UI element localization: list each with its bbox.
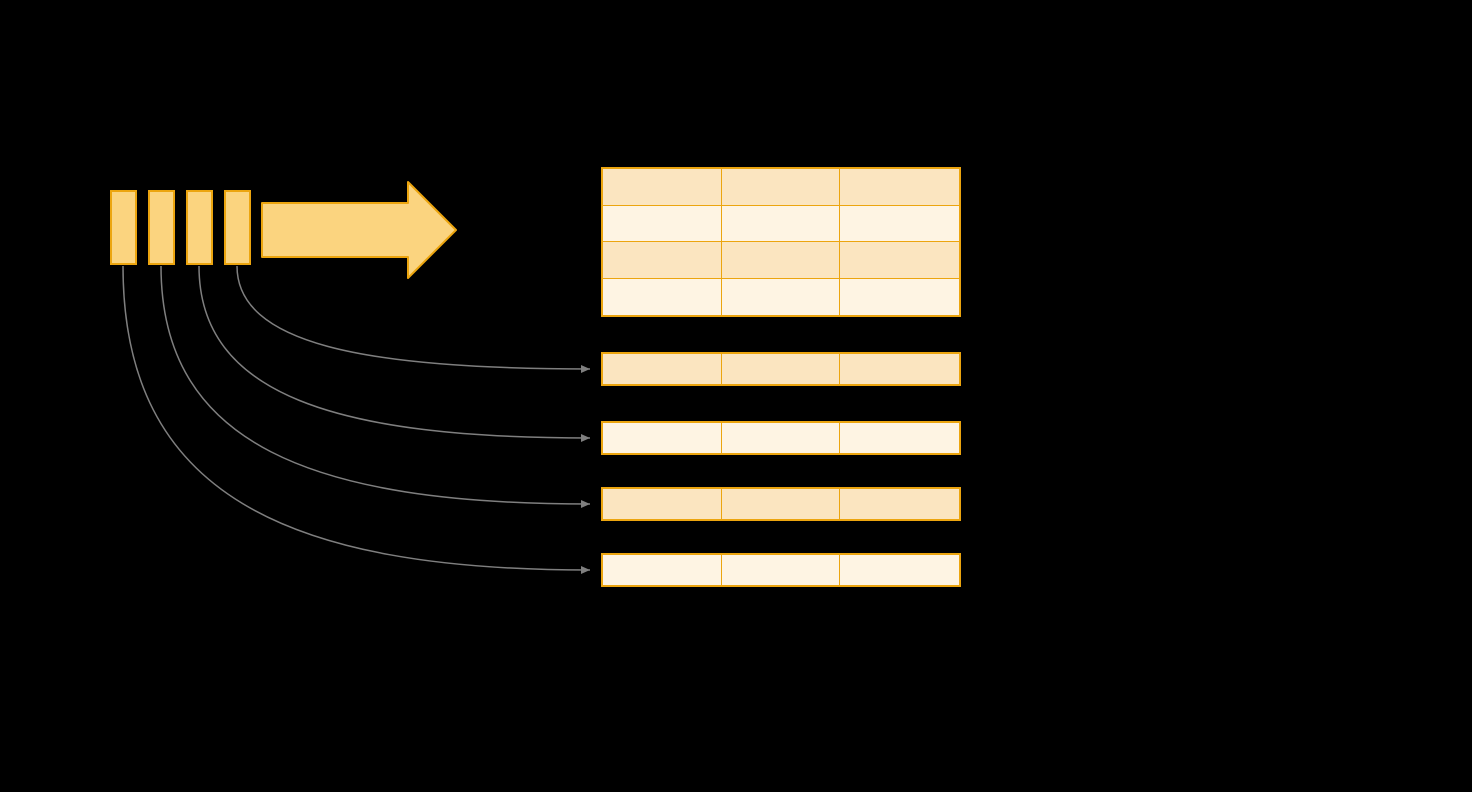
table-cell xyxy=(603,278,722,315)
connector-arrow-3 xyxy=(160,265,591,508)
table-cell xyxy=(840,423,959,453)
connector-arrow-2 xyxy=(198,265,591,442)
stack-segment-4 xyxy=(224,190,251,265)
table-cell xyxy=(603,555,722,585)
table-cell xyxy=(721,169,841,206)
connector-arrow-1 xyxy=(236,265,591,373)
table-cell xyxy=(721,555,841,585)
table-cell xyxy=(721,489,841,519)
table-cell xyxy=(721,354,841,384)
table-cell xyxy=(603,242,722,279)
table-cell xyxy=(721,242,841,279)
table-cell xyxy=(603,205,722,242)
table-cell xyxy=(840,555,959,585)
main-table xyxy=(601,167,961,317)
stack-segment-2 xyxy=(148,190,175,265)
table-cell xyxy=(603,489,722,519)
output-row-table-2 xyxy=(601,421,961,455)
table-cell xyxy=(603,169,722,206)
flow-arrow xyxy=(261,181,457,279)
table-cell xyxy=(721,423,841,453)
output-row-table-3 xyxy=(601,487,961,521)
table-cell xyxy=(603,423,722,453)
table-cell xyxy=(721,278,841,315)
table-cell xyxy=(840,489,959,519)
table-cell xyxy=(840,242,959,279)
table-cell xyxy=(840,169,959,206)
output-row-table-4 xyxy=(601,553,961,587)
table-cell xyxy=(840,354,959,384)
stack-segment-3 xyxy=(186,190,213,265)
table-cell xyxy=(721,205,841,242)
output-row-table-1 xyxy=(601,352,961,386)
stack-segment-1 xyxy=(110,190,137,265)
table-cell xyxy=(840,205,959,242)
table-cell xyxy=(603,354,722,384)
table-cell xyxy=(840,278,959,315)
connector-arrow-4 xyxy=(122,265,591,574)
